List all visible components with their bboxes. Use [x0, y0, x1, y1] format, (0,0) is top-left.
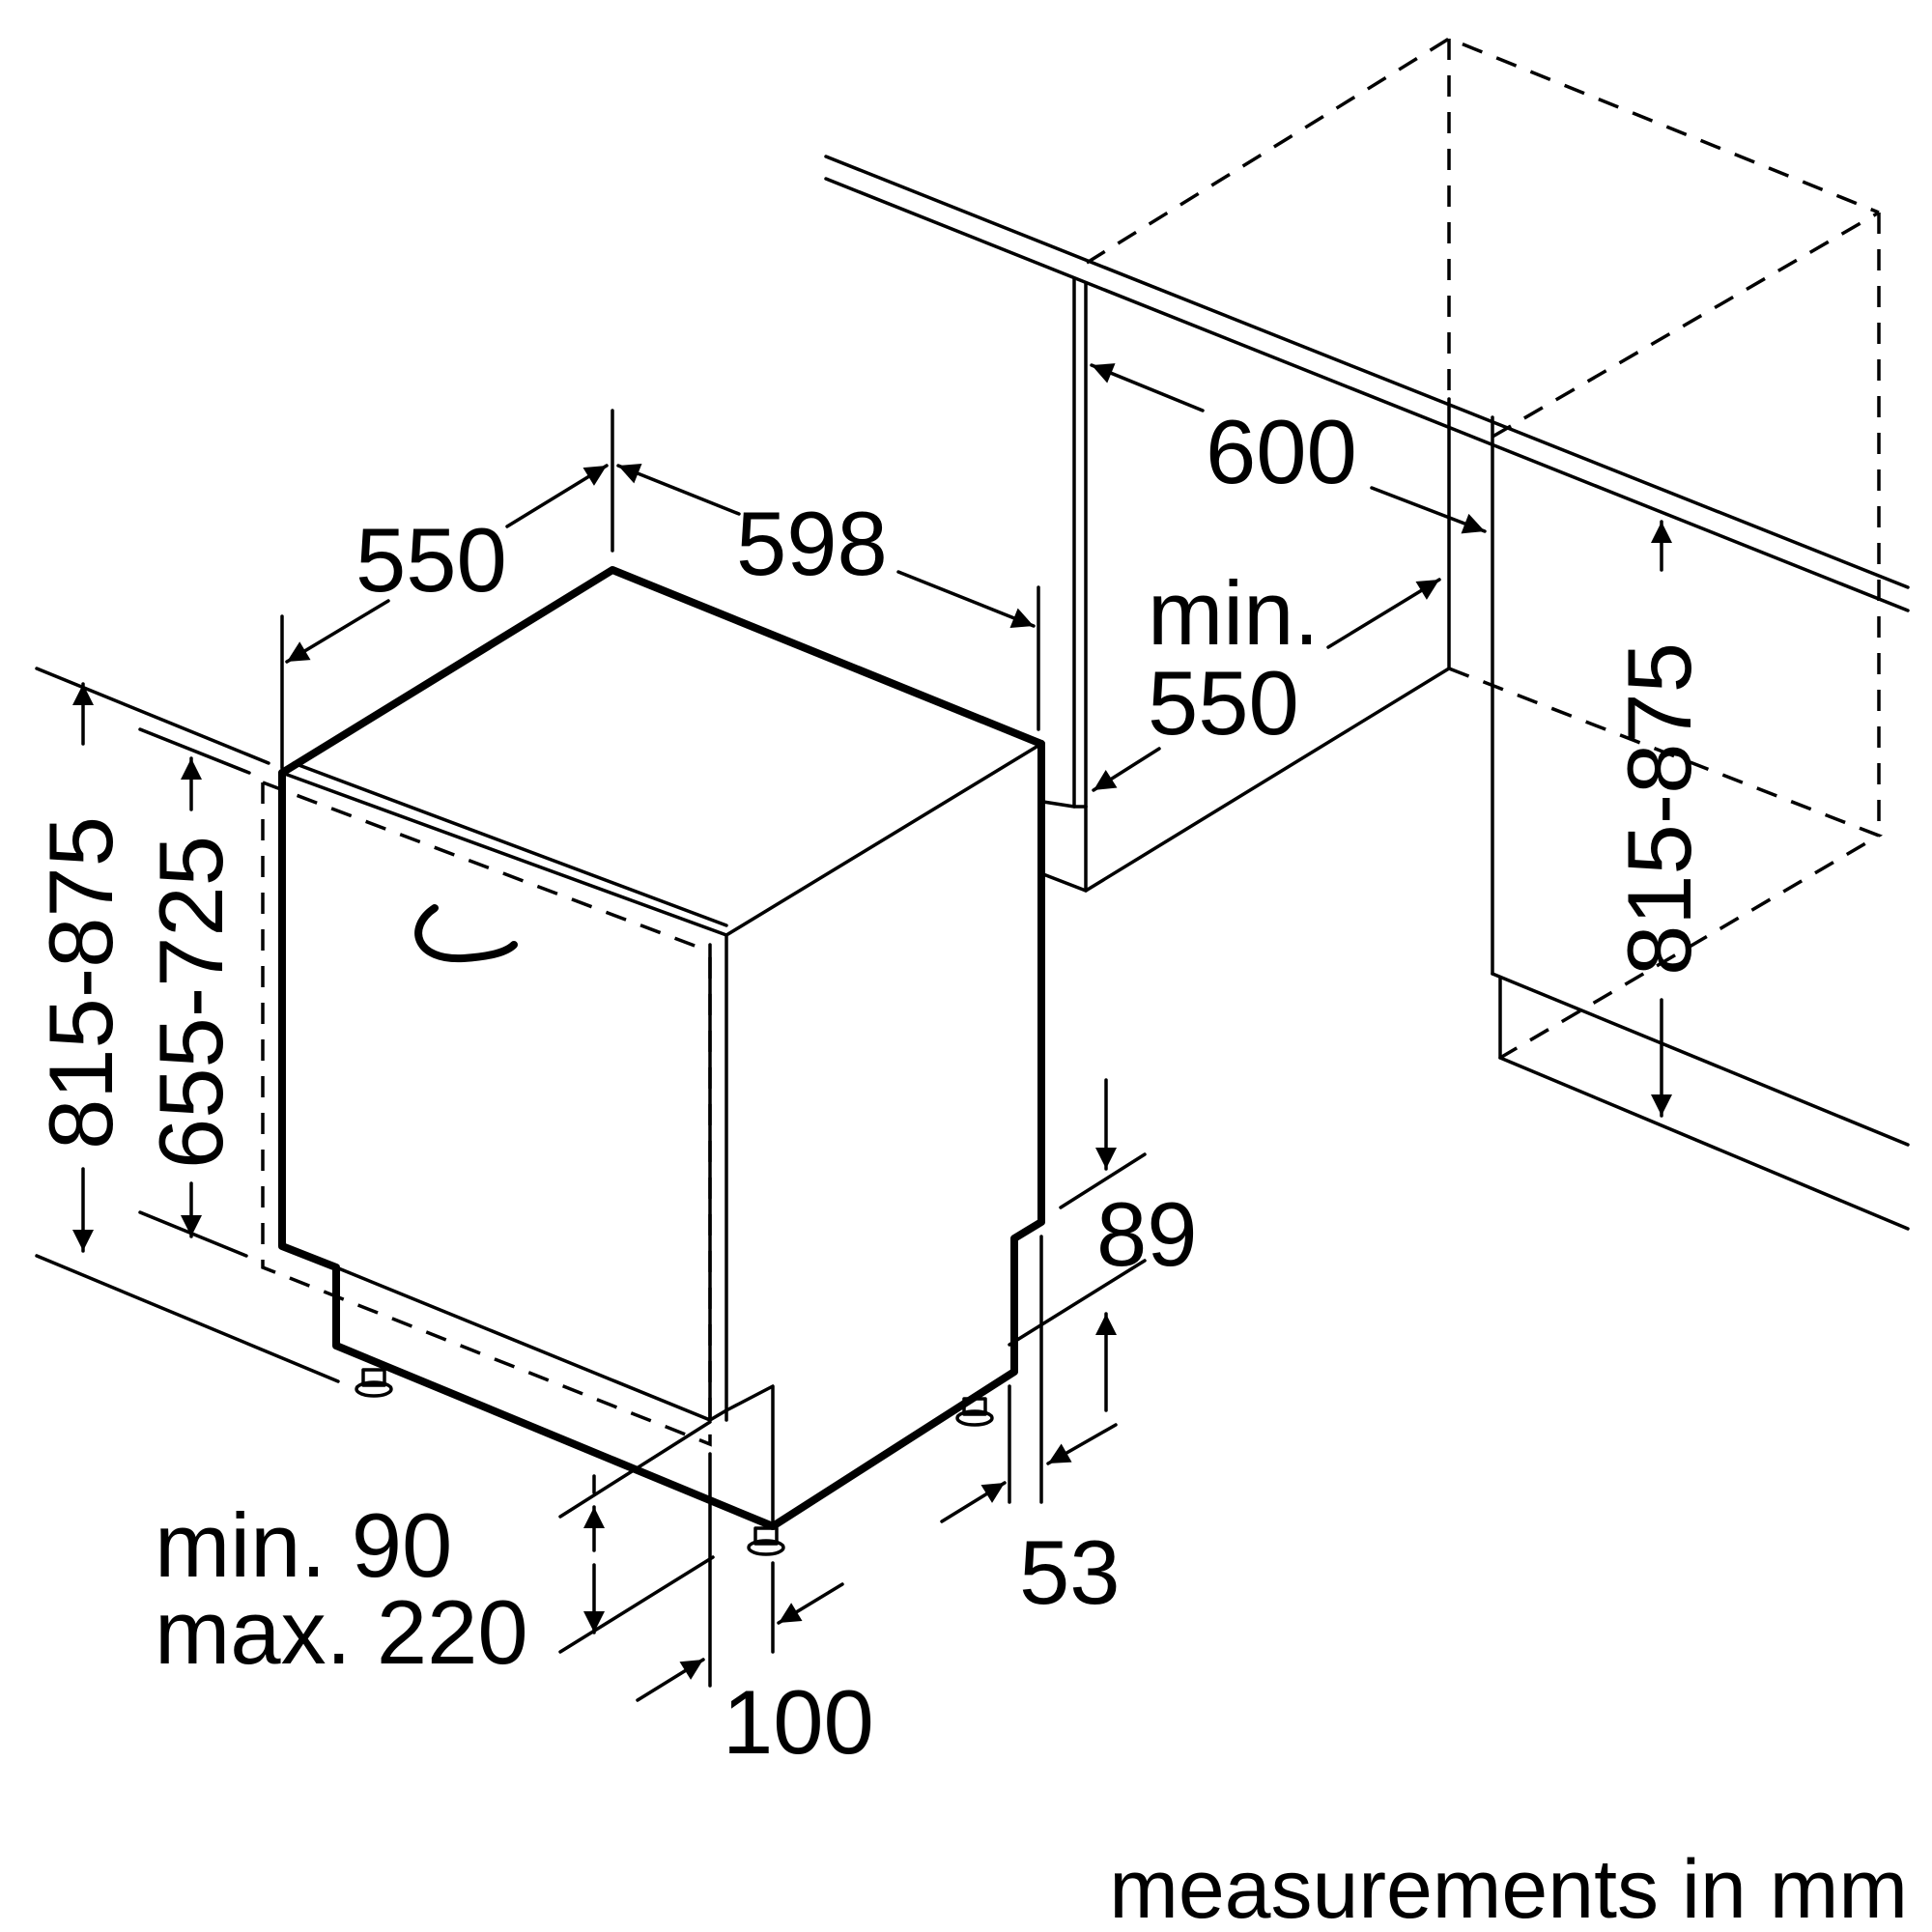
foot-right — [955, 1397, 994, 1427]
label-niche-depth-value: 550 — [1148, 652, 1299, 753]
label-niche-depth-min: min. — [1148, 562, 1320, 664]
label-toe-min: min. 90 — [155, 1494, 452, 1596]
label-niche-width-600: 600 — [1206, 401, 1357, 502]
label-depth-550: 550 — [355, 509, 507, 611]
dimension-labels: 550 598 600 min. 550 815-875 655-725 815… — [30, 401, 1710, 1773]
label-niche-height: 815-875 — [1608, 642, 1710, 976]
foot-center — [747, 1526, 785, 1556]
dimension-lines — [35, 363, 1672, 1702]
label-plinth-53: 53 — [1019, 1521, 1121, 1623]
label-plinth-89: 89 — [1096, 1183, 1198, 1285]
dishwasher-body — [261, 566, 1045, 1556]
label-toe-max: max. 220 — [155, 1581, 528, 1683]
label-height-inner: 655-725 — [140, 836, 242, 1169]
foot-left — [355, 1368, 393, 1398]
label-toe-100: 100 — [723, 1671, 874, 1773]
label-width-598: 598 — [736, 493, 888, 594]
units-note: measurements in mm — [1109, 1843, 1908, 1932]
kitchen-niche — [824, 37, 1910, 1231]
label-height-outer: 815-875 — [30, 816, 131, 1150]
